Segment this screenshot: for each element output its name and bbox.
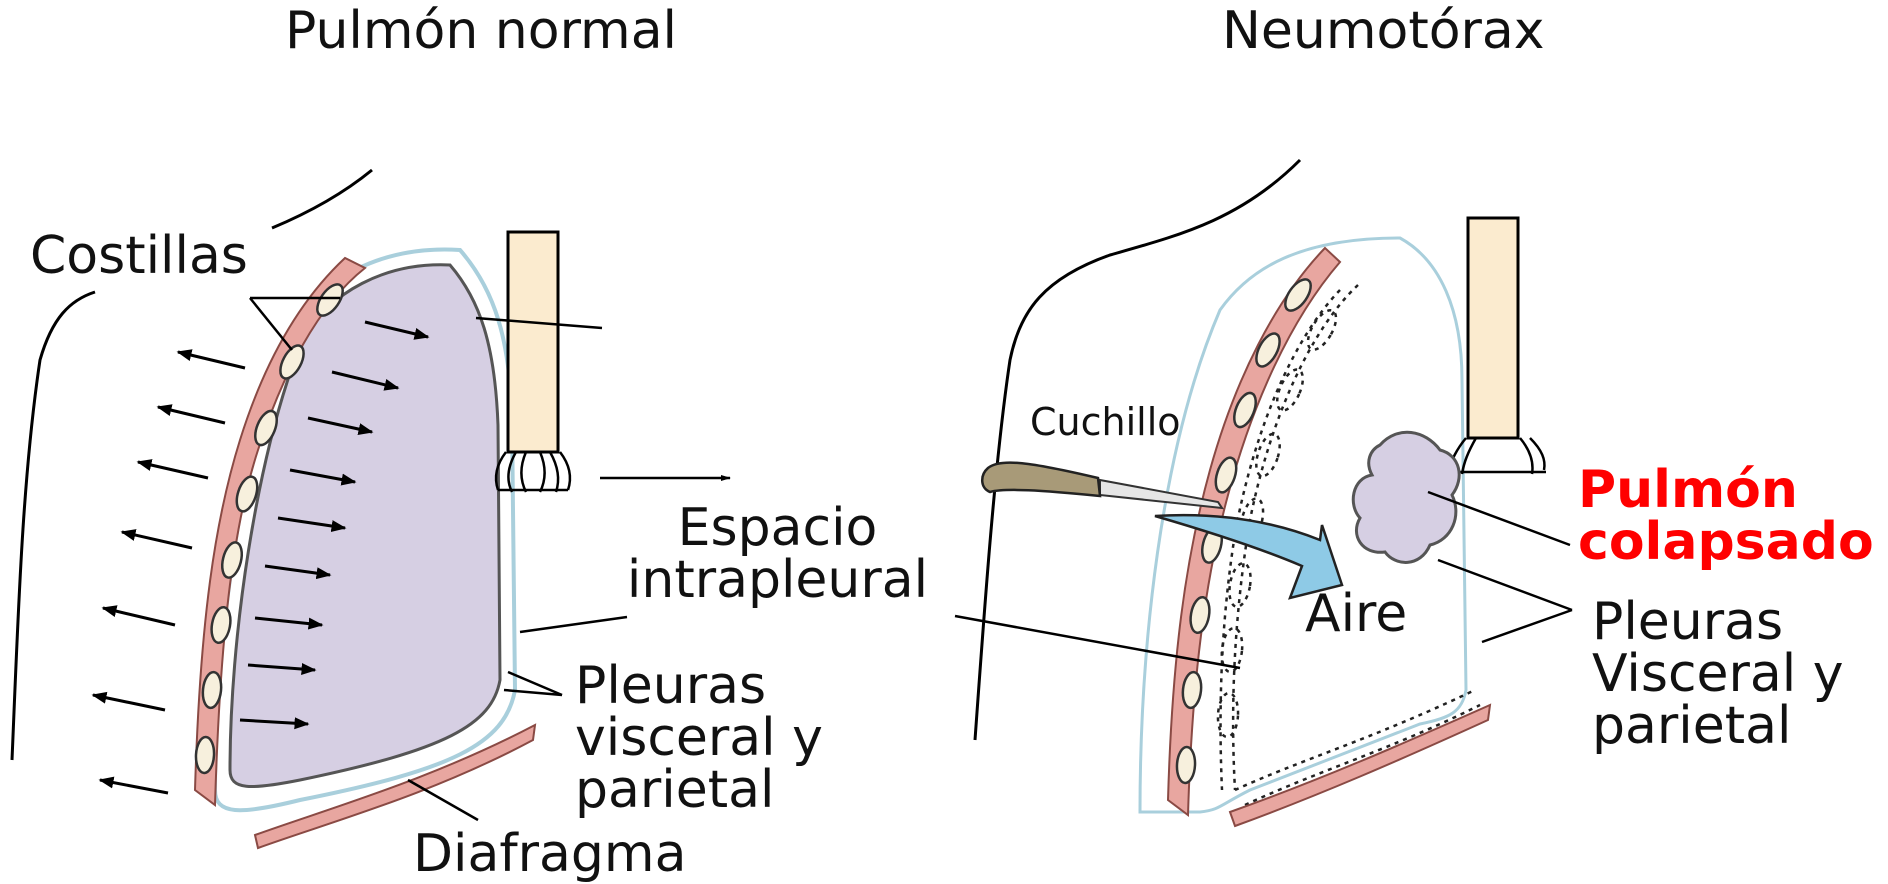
label-knife: Cuchillo (1030, 403, 1181, 441)
knife-handle (982, 463, 1100, 496)
label-ribs: Costillas (30, 230, 248, 282)
rib-bone (195, 737, 215, 774)
label-pleura-right: Pleuras Visceral y parietal (1592, 596, 1844, 752)
label-pleura-right-line1: Pleuras (1592, 596, 1844, 648)
label-intrapleural-line2: intrapleural (625, 554, 930, 606)
label-collapsed-line1: Pulmón (1578, 464, 1874, 516)
label-pleura-left-line3: parietal (575, 764, 823, 816)
shoulder-outline-left (272, 170, 372, 228)
label-diaphragm: Diafragma (413, 828, 686, 880)
label-intrapleural-space: Espacio intrapleural (625, 502, 930, 606)
arrow (158, 407, 225, 423)
arrow (178, 352, 245, 368)
label-collapsed-line2: colapsado (1578, 516, 1874, 568)
label-intrapleural-line1: Espacio (625, 502, 930, 554)
label-pleura-left-line1: Pleuras (575, 660, 823, 712)
title-normal-lung: Pulmón normal (285, 5, 677, 57)
trachea-right (1468, 218, 1518, 438)
label-pleura-left-line2: visceral y (575, 712, 823, 764)
rib-bone (1176, 747, 1196, 784)
lung-normal (230, 265, 500, 787)
label-air: Aire (1305, 588, 1407, 640)
arrow (122, 532, 192, 548)
label-collapsed-lung: Pulmón colapsado (1578, 464, 1874, 568)
arrow (100, 780, 168, 793)
label-pleura-left: Pleuras visceral y parietal (575, 660, 823, 816)
arrow (103, 608, 175, 625)
label-pleura-right-line2: Visceral y (1592, 648, 1844, 700)
body-outline-left (12, 292, 95, 760)
arrow (138, 462, 208, 478)
label-pleura-right-line3: parietal (1592, 700, 1844, 752)
arrow (93, 695, 165, 710)
trachea-left (508, 232, 558, 452)
title-pneumothorax: Neumotórax (1222, 5, 1545, 57)
pneumothorax-panel (955, 160, 1572, 826)
